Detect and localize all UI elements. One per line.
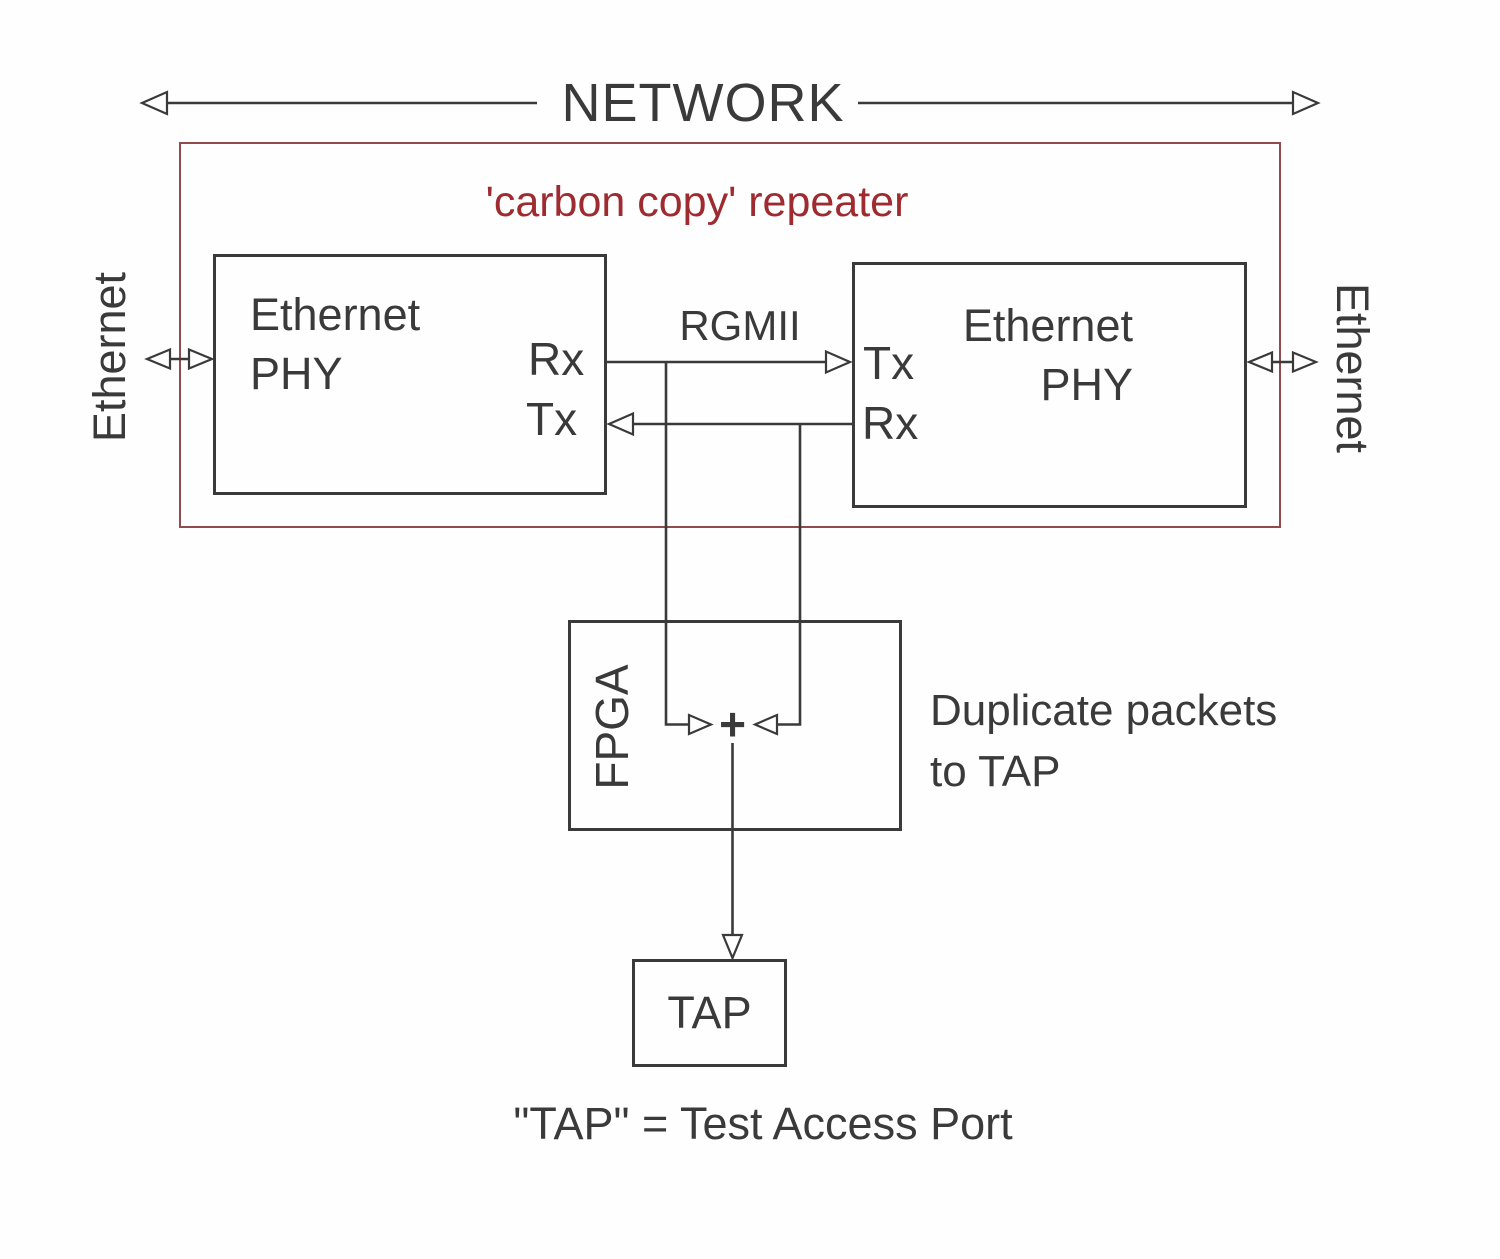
arrowhead-right-icon <box>1291 90 1321 116</box>
right-phy-tx-port-label: Tx <box>863 337 915 389</box>
repeater-boundary-box <box>179 142 1281 528</box>
tap-definition-caption: "TAP" = Test Access Port <box>513 1098 1013 1149</box>
repeater-label: 'carbon copy' repeater <box>485 178 909 226</box>
arrowhead-left-icon <box>139 90 169 116</box>
fpga-box <box>568 620 902 831</box>
right-phy-title: Ethernet PHY <box>930 296 1133 414</box>
left-phy-rx-port-label: Rx <box>528 333 585 385</box>
rgmii-bus-label: RGMII <box>679 302 801 349</box>
left-phy-title: Ethernet PHY <box>250 285 420 403</box>
tap-label: TAP <box>667 987 752 1038</box>
duplicate-packets-annotation-line1: Duplicate packets <box>930 686 1278 735</box>
right-phy-rx-port-label: Rx <box>862 397 919 449</box>
right-ethernet-phy-box <box>852 262 1247 508</box>
arrowhead-right-icon <box>1291 350 1319 374</box>
left-phy-title-line2: PHY <box>250 348 343 399</box>
arrowhead-down-icon <box>721 933 744 961</box>
arrowhead-left-icon <box>144 347 172 371</box>
left-ethernet-interface-label: Ethernet <box>84 271 135 443</box>
tap-box: TAP <box>632 959 787 1067</box>
left-phy-tx-port-label: Tx <box>526 393 578 445</box>
fpga-label: FPGA <box>586 664 638 790</box>
right-phy-title-line1: Ethernet <box>962 300 1133 351</box>
sum-junction-symbol: + <box>719 698 746 750</box>
right-phy-title-line2: PHY <box>1040 359 1133 410</box>
left-phy-title-line1: Ethernet <box>250 289 421 340</box>
duplicate-packets-annotation: Duplicate packets to TAP <box>930 680 1277 802</box>
duplicate-packets-annotation-line2: to TAP <box>930 747 1061 796</box>
right-ethernet-interface-label: Ethernet <box>1327 282 1378 454</box>
left-ethernet-phy-box <box>213 254 607 495</box>
network-title: NETWORK <box>561 73 845 133</box>
